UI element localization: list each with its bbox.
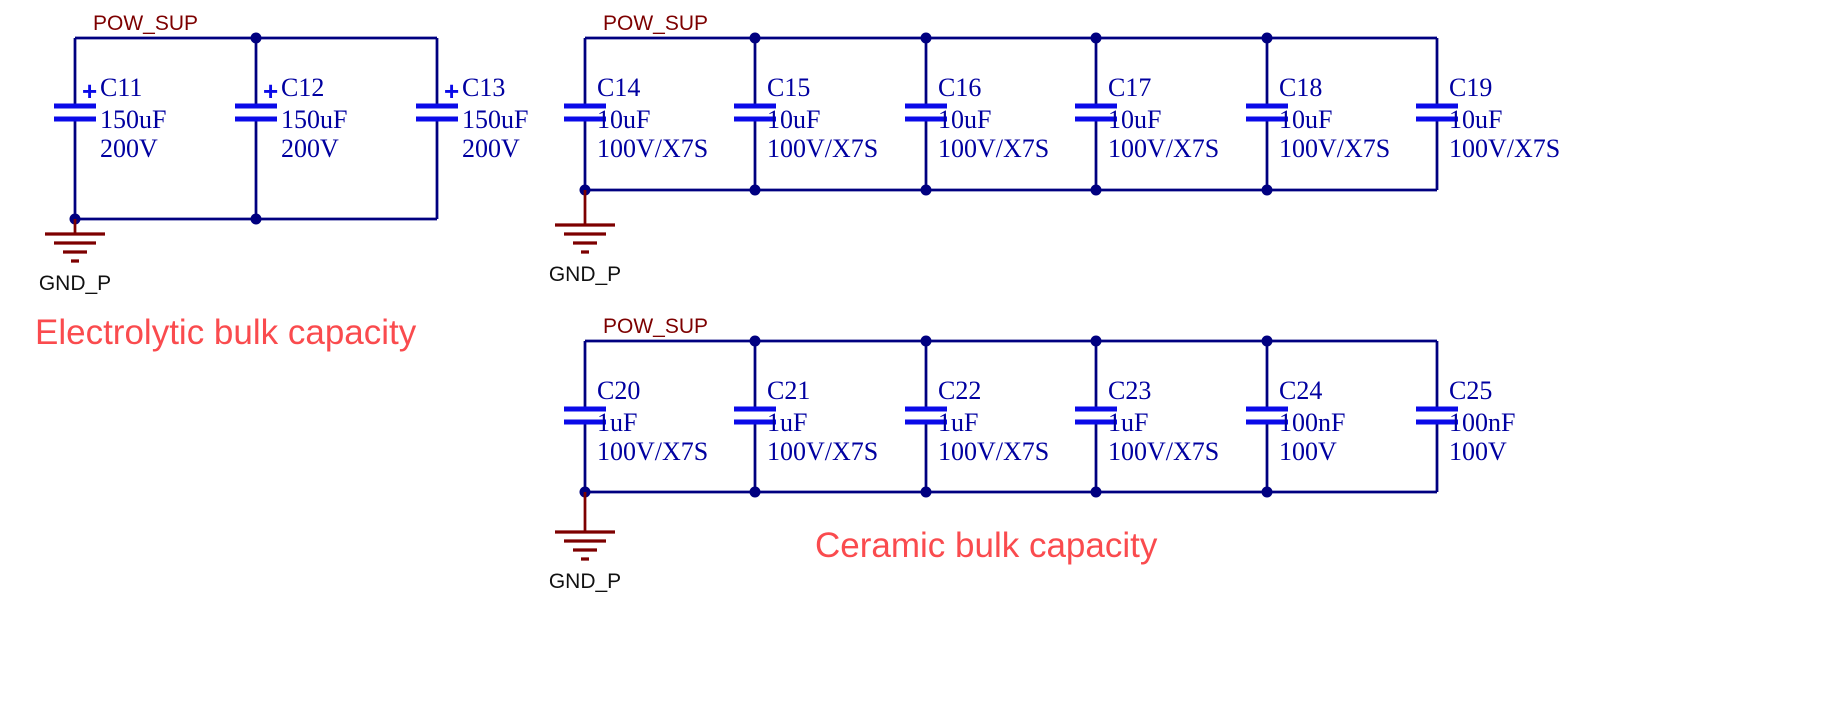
- capacitor-bank-ceramic-10uf: POW_SUPC1410uF100V/X7SC1510uF100V/X7SC16…: [549, 12, 1560, 286]
- cap-designator: C23: [1108, 376, 1151, 405]
- cap-rating: 100V/X7S: [597, 134, 708, 163]
- polarity-plus-icon: +: [82, 76, 97, 106]
- junction-dot: [1090, 32, 1102, 44]
- cap-designator: C13: [462, 73, 505, 102]
- cap-designator: C21: [767, 376, 810, 405]
- junction-dot: [749, 184, 761, 196]
- polarity-plus-icon: +: [263, 76, 278, 106]
- cap-value: 10uF: [597, 105, 650, 134]
- junction-dot: [1261, 32, 1273, 44]
- power-net-label[interactable]: POW_SUP: [603, 12, 708, 35]
- cap-value: 150uF: [462, 105, 528, 134]
- cap-designator: C15: [767, 73, 810, 102]
- cap-rating: 100V/X7S: [1108, 134, 1219, 163]
- capacitor-bank-ceramic-bulk: POW_SUPC201uF100V/X7SC211uF100V/X7SC221u…: [549, 315, 1516, 593]
- junction-dot: [920, 486, 932, 498]
- cap-designator: C16: [938, 73, 981, 102]
- cap-designator: C19: [1449, 73, 1492, 102]
- cap-rating: 100V/X7S: [767, 437, 878, 466]
- cap-designator: C24: [1279, 376, 1322, 405]
- cap-rating: 100V/X7S: [1449, 134, 1560, 163]
- junction-dot: [920, 32, 932, 44]
- junction-dot: [920, 335, 932, 347]
- cap-designator: C20: [597, 376, 640, 405]
- polarity-plus-icon: +: [444, 76, 459, 106]
- cap-rating: 200V: [462, 134, 520, 163]
- cap-rating: 100V: [1279, 437, 1337, 466]
- power-net-label[interactable]: POW_SUP: [93, 12, 198, 35]
- junction-dot: [1090, 184, 1102, 196]
- cap-rating: 100V/X7S: [597, 437, 708, 466]
- cap-value: 100nF: [1449, 408, 1515, 437]
- junction-dot: [749, 32, 761, 44]
- cap-rating: 100V/X7S: [767, 134, 878, 163]
- cap-value: 100nF: [1279, 408, 1345, 437]
- cap-value: 10uF: [1108, 105, 1161, 134]
- junction-dot: [1261, 184, 1273, 196]
- cap-rating: 100V/X7S: [938, 437, 1049, 466]
- group-title: Ceramic bulk capacity: [815, 526, 1158, 565]
- cap-designator: C14: [597, 73, 640, 102]
- cap-designator: C18: [1279, 73, 1322, 102]
- ground-symbol[interactable]: GND_P: [39, 219, 111, 295]
- junction-dot: [1261, 486, 1273, 498]
- cap-value: 1uF: [767, 408, 807, 437]
- cap-value: 10uF: [767, 105, 820, 134]
- cap-rating: 200V: [281, 134, 339, 163]
- ground-net-label: GND_P: [39, 272, 111, 295]
- cap-designator: C11: [100, 73, 142, 102]
- cap-rating: 100V/X7S: [1108, 437, 1219, 466]
- group-title: Electrolytic bulk capacity: [35, 313, 417, 352]
- junction-dot: [749, 335, 761, 347]
- ground-symbol[interactable]: GND_P: [549, 190, 621, 286]
- ground-net-label: GND_P: [549, 570, 621, 593]
- junction-dot: [749, 486, 761, 498]
- ground-symbol[interactable]: GND_P: [549, 492, 621, 593]
- cap-value: 1uF: [597, 408, 637, 437]
- junction-dot: [1090, 486, 1102, 498]
- cap-designator: C17: [1108, 73, 1151, 102]
- junction-dot: [1090, 335, 1102, 347]
- ground-net-label: GND_P: [549, 263, 621, 286]
- junction-dot: [250, 213, 262, 225]
- capacitor-bank-electrolytic: POW_SUP+C11150uF200V+C12150uF200V+C13150…: [35, 12, 528, 352]
- junction-dot: [250, 32, 262, 44]
- cap-designator: C22: [938, 376, 981, 405]
- power-net-label[interactable]: POW_SUP: [603, 315, 708, 338]
- junction-dot: [1261, 335, 1273, 347]
- cap-value: 10uF: [1279, 105, 1332, 134]
- cap-rating: 100V: [1449, 437, 1507, 466]
- cap-rating: 100V/X7S: [1279, 134, 1390, 163]
- cap-rating: 100V/X7S: [938, 134, 1049, 163]
- cap-value: 150uF: [281, 105, 347, 134]
- cap-value: 1uF: [938, 408, 978, 437]
- cap-value: 10uF: [1449, 105, 1502, 134]
- junction-dot: [920, 184, 932, 196]
- cap-value: 1uF: [1108, 408, 1148, 437]
- cap-value: 10uF: [938, 105, 991, 134]
- cap-rating: 200V: [100, 134, 158, 163]
- cap-value: 150uF: [100, 105, 166, 134]
- cap-designator: C12: [281, 73, 324, 102]
- cap-designator: C25: [1449, 376, 1492, 405]
